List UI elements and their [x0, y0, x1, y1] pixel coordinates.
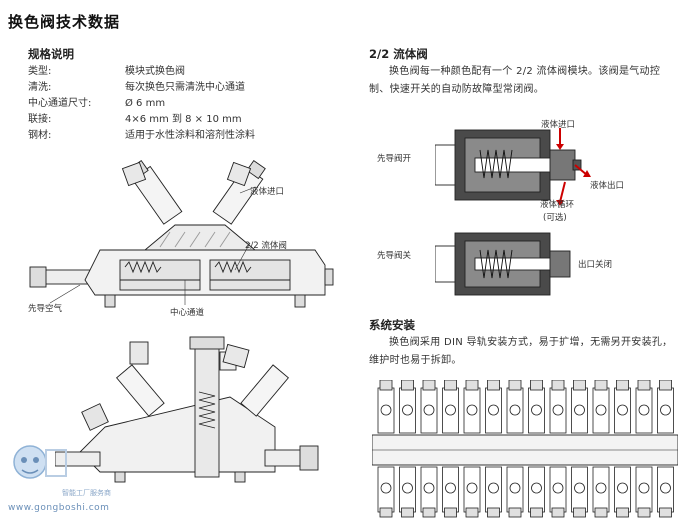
spec-value: 模块式换色阀: [125, 66, 185, 77]
spec-row: 类型: 模块式换色阀: [28, 64, 348, 80]
manifold-module: [614, 380, 631, 518]
manifold-module: [506, 380, 524, 518]
manifold-module: [485, 380, 502, 518]
figure-din-rail-manifold: [372, 380, 678, 518]
manifold-module: [549, 380, 567, 518]
callout-fluid-circulation: 液体循环: [540, 200, 575, 210]
manifold-module: [592, 380, 610, 518]
callout-optional: (可选): [543, 213, 567, 223]
figure-valve-exploded: [29, 159, 334, 308]
flow-valve-heading: 2/2 流体阀: [369, 47, 428, 61]
spec-row: 中心通道尺寸: Ø 6 mm: [28, 96, 348, 112]
spec-label: 类型:: [28, 66, 52, 77]
manifold-module: [442, 380, 459, 518]
callout-fluid-inlet: 液体进口: [250, 187, 285, 197]
manifold-module: [571, 380, 588, 518]
callout-fv-fluid-inlet: 液体进口: [541, 120, 576, 130]
spec-value: 适用于水性涂料和溶剂性涂料: [125, 130, 255, 141]
manifold-module: [635, 380, 653, 518]
watermark-logo-text: 智能工厂服务商: [62, 489, 111, 497]
manifold-module: [657, 380, 674, 518]
callout-pilot-close: 先导阀关: [377, 251, 412, 261]
page-title: 换色阀技术数据: [8, 13, 121, 31]
specs-heading: 规格说明: [28, 47, 74, 61]
spec-row: 钢材: 适用于水性涂料和溶剂性涂料: [28, 128, 348, 144]
callout-outlet-closed: 出口关闭: [578, 260, 613, 270]
spec-label: 联接:: [28, 114, 52, 125]
spec-row: 联接: 4×6 mm 到 8 × 10 mm: [28, 112, 348, 128]
callout-center-channel: 中心通道: [170, 308, 205, 318]
callout-fluid-outlet: 液体出口: [590, 181, 625, 191]
callout-pilot-open: 先导阀开: [377, 154, 412, 164]
manifold-module: [528, 380, 545, 518]
figure-flow-valve-open: [435, 128, 591, 206]
spec-label: 清洗:: [28, 82, 52, 93]
specs-table: 类型: 模块式换色阀清洗: 每次换色只需清洗中心通道中心通道尺寸: Ø 6 mm 联接:…: [28, 64, 348, 144]
manifold-module: [377, 380, 395, 518]
install-heading: 系统安装: [369, 318, 415, 332]
manifold-module: [420, 380, 438, 518]
flow-valve-description: 换色阀每一种颜色配有一个 2/2 流体阀模块。该阀是气动控制、快速开关的自动防故…: [369, 66, 661, 95]
spec-label: 钢材:: [28, 130, 52, 141]
watermark-url: www.gongboshi.com: [8, 503, 110, 513]
spec-value: Ø 6 mm: [125, 98, 166, 109]
manifold-module: [399, 380, 416, 518]
spec-row: 清洗: 每次换色只需清洗中心通道: [28, 80, 348, 96]
spec-value: 4×6 mm 到 8 × 10 mm: [125, 114, 242, 125]
install-description: 换色阀采用 DIN 导轨安装方式，易于扩增，无需另开安装孔，维护时也易于拆卸。: [369, 337, 673, 366]
figure-valve-cutaway: [55, 336, 319, 483]
callout-pilot-air: 先导空气: [28, 304, 63, 314]
figure-flow-valve-closed: [435, 232, 571, 296]
watermark-logo-icon: [13, 445, 67, 479]
callout-flow-valve: 2/2 流体阀: [245, 241, 287, 251]
spec-label: 中心通道尺寸:: [28, 98, 92, 109]
manifold-module: [463, 380, 481, 518]
spec-value: 每次换色只需清洗中心通道: [125, 82, 245, 93]
